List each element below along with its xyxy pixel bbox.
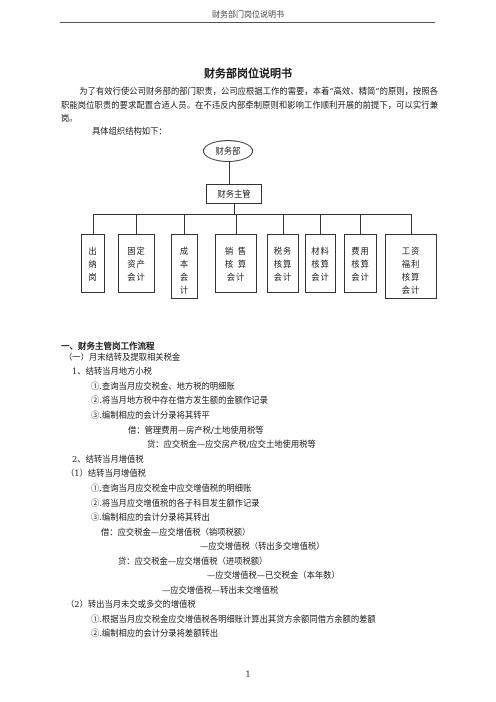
org-leaf-sales-accountant: 销 售 核 算 会计: [215, 234, 257, 293]
list-item: ②.将当月应交增值税的各子科目发生额作记录: [91, 498, 260, 508]
section-title: 一、财务主管岗工作流程: [61, 342, 155, 352]
org-finance-supervisor: 财务主管: [206, 184, 262, 204]
org-leaf-expense-accountant: 费用 核算 会计: [344, 234, 377, 293]
list-item: ①.根据当月应交税金应交增值税各明细账计算出其贷方余额同借方余额的差额: [91, 614, 376, 624]
list-item: ③.编制相应的会计分录将其转平: [91, 410, 210, 420]
org-leaf-fixed-asset-accountant: 固定 资产 会计: [118, 234, 155, 293]
list-item: ②.将当月地方税中存在借方发生额的金额作记录: [91, 395, 268, 405]
list-item: （2）转出当月未交或多交的增值税: [66, 599, 196, 609]
page-number: 1: [245, 670, 251, 679]
list-item: —应交增值税—已交税金（本年数）: [207, 570, 340, 580]
page-header: 财务部门岗位说明书: [212, 10, 284, 19]
org-connector: [93, 214, 94, 234]
list-item: 2、结转当月增值税: [72, 454, 144, 464]
list-item: （1）结转当月增值税: [66, 468, 146, 478]
org-connector: [184, 214, 185, 234]
list-item: 贷：应交税金—应交房产税/应交土地使用税等: [147, 439, 316, 449]
document-title: 财务部岗位说明书: [204, 67, 292, 80]
list-item: （一）月末结转及提取相关税金: [64, 352, 181, 362]
org-leaf-tax-accountant: 税务 核算 会计: [267, 234, 299, 293]
list-item: 借：管理费用—房产税/土地使用税等: [128, 425, 264, 435]
org-leaf-payroll-accountant: 工资 福利 核算 会计: [385, 234, 437, 299]
org-connector: [236, 214, 237, 234]
org-connector: [411, 214, 412, 234]
list-item: ①.查询当月应交税金、地方税的明细账: [91, 381, 235, 391]
list-item: 借：应交税金—应交增值税（销项税额）: [101, 527, 251, 537]
org-leaf-cashier: 出 纳 岗: [81, 234, 105, 293]
org-connector: [320, 214, 321, 234]
header-divider: [60, 22, 435, 23]
list-item: 1、结转当月地方小税: [72, 366, 152, 376]
list-item: —应交增值税—转出未交增值税: [162, 585, 279, 595]
list-item: ②.编制相应的会计分录将差额转出: [91, 628, 219, 638]
org-connector: [93, 214, 411, 215]
org-leaf-material-accountant: 材料 核算 会计: [305, 234, 336, 293]
list-item: 贷：应交税金—应交增值税（进项税额）: [118, 556, 268, 566]
intro-paragraph: 为了有效行使公司财务部的部门职责，公司应根据工作的需要，本着“高效、精简”的原则…: [61, 86, 438, 123]
list-item: —应交增值税（转出多交增值税）: [200, 541, 325, 551]
structure-label: 具体组织结构如下：: [92, 126, 167, 136]
list-item: ③.编制相应的会计分录将其转出: [91, 512, 210, 522]
org-connector: [283, 214, 284, 234]
org-connector: [136, 214, 137, 234]
org-root-finance-dept: 财务部: [203, 140, 253, 162]
org-connector: [229, 162, 230, 184]
org-connector: [234, 204, 235, 214]
org-leaf-cost-accountant: 成 本 会 计: [171, 234, 198, 299]
list-item: ①.查询当月应交税金中应交增值税的明细账: [91, 483, 252, 493]
org-connector: [360, 214, 361, 234]
